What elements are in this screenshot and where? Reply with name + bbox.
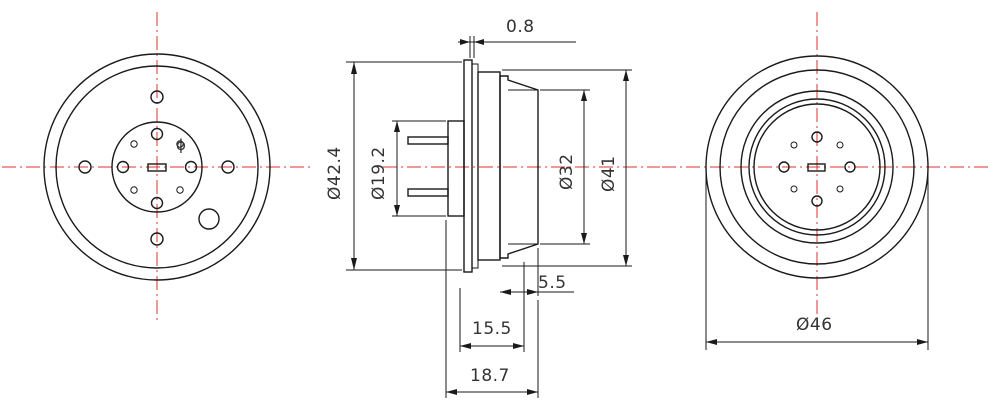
rear-view: Ø46 <box>662 12 992 350</box>
side-dim-arrow <box>394 205 400 216</box>
front-small-hole-tr <box>176 140 184 148</box>
front-pin-right <box>184 160 198 174</box>
side-flange-lip <box>471 63 479 269</box>
side-dim-label-total-length: 18.7 <box>470 366 510 386</box>
front-hub-circle <box>111 121 203 213</box>
front-small-hole-tl <box>130 140 138 148</box>
side-dim-arrow <box>351 62 357 74</box>
front-phi-symbol: ϕ <box>176 136 186 154</box>
rear-dim-label-outer-diameter: Ø46 <box>796 315 833 335</box>
side-dim-arrow <box>394 121 400 132</box>
side-dim-arrow <box>513 343 524 349</box>
rear-pin-left <box>778 161 790 173</box>
side-dim-label-flange-thickness: 0.8 <box>506 17 535 37</box>
side-dim-label-step: 5.5 <box>538 273 567 293</box>
rear-small-hole-bl <box>790 185 798 193</box>
rear-ring-5 <box>753 103 881 231</box>
side-flange <box>463 59 473 273</box>
front-mount-hole-bottom <box>150 232 164 246</box>
side-dim-arrow <box>581 233 587 244</box>
side-dim-label-flange-diameter: Ø42.4 <box>325 146 345 200</box>
side-dim-arrow <box>623 70 629 81</box>
rear-pin-top <box>811 131 823 143</box>
rear-center-slot <box>807 163 826 172</box>
rear-pin-right <box>844 161 856 173</box>
front-outer-ring <box>43 53 271 281</box>
side-dim-arrow <box>474 39 484 45</box>
front-mount-hole-top <box>150 90 164 104</box>
front-pin-left <box>116 160 130 174</box>
front-pin-top <box>150 127 164 141</box>
rear-ring-3 <box>740 90 894 244</box>
side-rear-boss <box>447 120 465 217</box>
side-dim-arrow <box>351 258 357 270</box>
front-view: ϕ <box>2 12 312 322</box>
side-pin-lower <box>407 188 449 197</box>
rear-small-hole-br <box>836 185 844 193</box>
side-dim-arrow <box>460 343 471 349</box>
side-dim-label-rim-diameter: Ø41 <box>599 155 619 192</box>
side-dim-arrow <box>500 289 511 295</box>
side-dim-arrow <box>527 389 538 395</box>
rear-ring-2 <box>719 69 915 265</box>
side-dim-arrow <box>581 90 587 101</box>
side-dim-label-inner-diameter: Ø19.2 <box>369 146 389 200</box>
side-view: Ø42.4 Ø19.2 Ø32 Ø41 0.8 5.5 <box>325 17 660 398</box>
front-small-hole-br <box>176 186 184 194</box>
side-flange-collar <box>477 71 501 261</box>
rear-small-hole-tr <box>836 141 844 149</box>
side-dim-arrow <box>460 39 470 45</box>
rear-dim-arrow <box>917 339 928 345</box>
rear-small-hole-tl <box>790 141 798 149</box>
side-dim-label-body-diameter: Ø32 <box>557 153 577 190</box>
front-mount-hole-right <box>221 160 235 174</box>
side-dim-arrow <box>527 289 538 295</box>
front-inner-ring <box>55 65 259 269</box>
front-locating-boss <box>198 208 220 230</box>
side-dim-label-body-length: 15.5 <box>472 319 512 339</box>
rear-ring-4 <box>748 98 886 236</box>
front-pin-bottom <box>150 196 164 210</box>
side-dim-arrow <box>446 389 457 395</box>
rear-pin-bottom <box>811 195 823 207</box>
rear-outer-ring <box>705 55 929 279</box>
side-dim-arrow <box>623 255 629 266</box>
front-mount-hole-left <box>78 160 92 174</box>
front-center-slot <box>147 163 167 172</box>
side-pin-upper <box>407 136 449 145</box>
front-small-hole-bl <box>130 186 138 194</box>
rear-dim-arrow <box>706 339 717 345</box>
